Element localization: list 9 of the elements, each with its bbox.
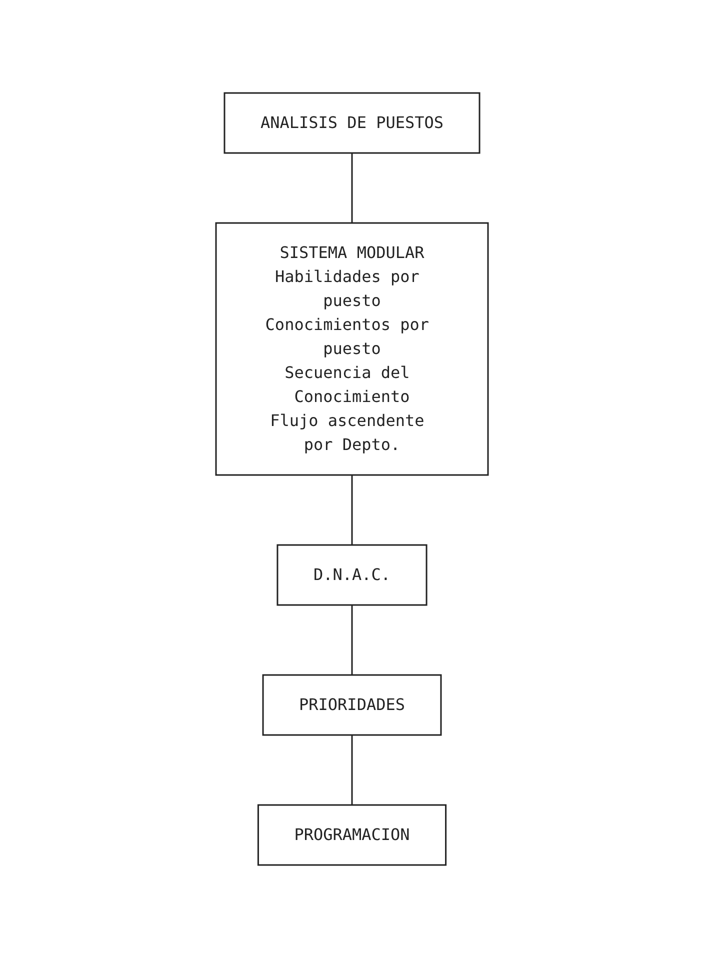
node-box: SISTEMA MODULAR Habilidades por puesto Conocimientos por puesto Secuencia del Conocimiento Flujo ascendente por Depto.: [214, 222, 488, 476]
connector: [350, 735, 352, 805]
node-box: PROGRAMACION: [256, 804, 446, 866]
connector: [350, 153, 352, 223]
node-box: ANALISIS DE PUESTOS: [223, 92, 480, 154]
connector: [350, 605, 352, 675]
node-box: PRIORIDADES: [262, 674, 442, 736]
node-box: D.N.A.C.: [276, 544, 427, 606]
connector: [350, 475, 352, 545]
